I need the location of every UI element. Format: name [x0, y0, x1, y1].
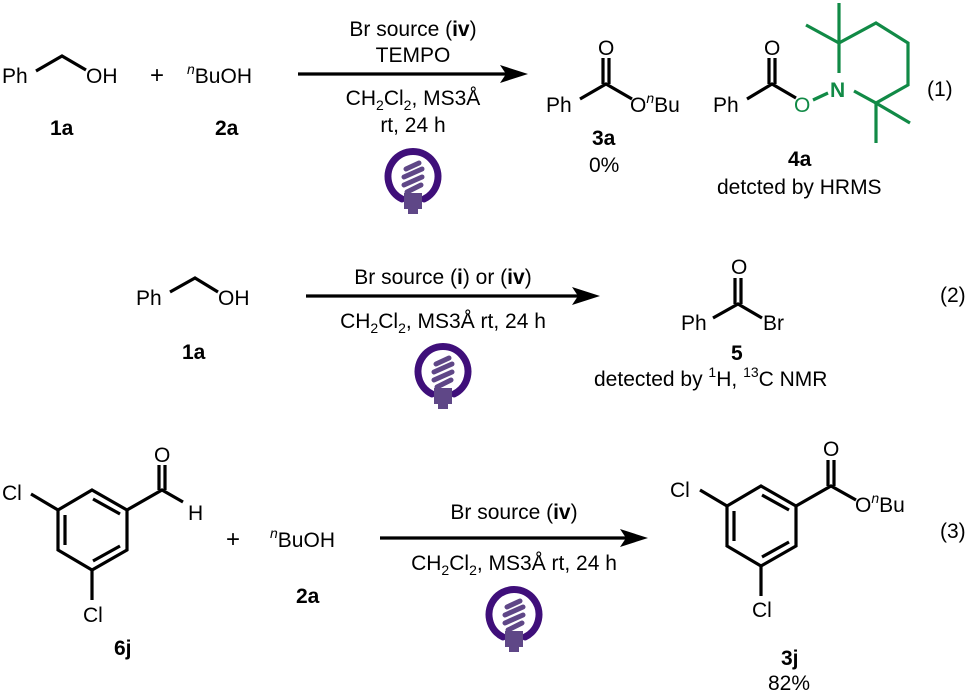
butanol-formula: BuOH [278, 529, 335, 552]
benzyl-alcohol-1a: Ph OH 1a [2, 54, 118, 140]
compound-label-2a: 2a [296, 585, 320, 608]
reaction-arrow-2 [306, 287, 600, 305]
compound-label-2a: 2a [215, 117, 239, 140]
yield-3j: 82% [768, 672, 810, 694]
product-3a: Ph O OnBu 3a 0% [546, 37, 680, 177]
carbonyl-oxygen: O [598, 37, 614, 60]
conditions-below: CH2Cl2, MS3Å rt, 24 h [340, 310, 546, 336]
conditions-above-line2: TEMPO [376, 44, 451, 67]
bond [35, 54, 87, 73]
conditions-below-line1: CH2Cl2, MS3Å [346, 87, 481, 113]
carbonyl-oxygen: O [154, 444, 170, 467]
n-prefix: n [270, 525, 278, 541]
carbonyl-oxygen: O [764, 37, 780, 60]
bond [579, 82, 633, 101]
product-3j: Cl Cl O OnBu 3j 82% [670, 438, 905, 694]
lightbulb-icon [388, 152, 438, 214]
compound-label-4a: 4a [788, 148, 812, 171]
svg-text:nBuOH: nBuOH [270, 525, 335, 552]
tempo-oxygen: O [794, 94, 810, 117]
butanol-formula: BuOH [195, 65, 252, 88]
phenyl-label: Ph [713, 94, 739, 117]
chlorine-top: Cl [670, 479, 690, 502]
conditions-above-line1: Br source (iv) [349, 18, 476, 41]
benzene-ring [56, 488, 129, 572]
phenyl-label: Ph [546, 94, 572, 117]
conditions-above: Br source (iv) [450, 501, 577, 524]
carbonyl-oxygen: O [823, 438, 839, 461]
svg-text:nBuOH: nBuOH [187, 61, 252, 88]
compound-label-5: 5 [731, 342, 743, 365]
detection-note-4a: detcted by HRMS [717, 176, 882, 199]
plus-sign: + [150, 62, 164, 89]
product-4a: Ph O O N 4a detcted by HRMS [713, 3, 911, 199]
tempo-ring [805, 3, 911, 143]
lightbulb-icon [489, 590, 539, 652]
product-5-benzoyl-bromide: Ph O Br 5 detected by 1H, 13C NMR [594, 256, 827, 391]
svg-text:OnBu: OnBu [855, 490, 905, 517]
tempo-nitrogen: N [830, 79, 845, 102]
detection-note-5: detected by 1H, 13C NMR [594, 364, 827, 391]
bond [169, 276, 219, 294]
bromine-label: Br [763, 312, 784, 335]
bond [712, 302, 763, 320]
benzyl-alcohol-1a: Ph OH 1a [136, 276, 250, 364]
yield-3a: 0% [589, 154, 619, 177]
lightbulb-icon [418, 347, 468, 409]
conditions-below-line2: rt, 24 h [380, 114, 445, 137]
compound-label-1a: 1a [50, 117, 74, 140]
butanol-2a: nBuOH 2a [270, 525, 335, 608]
equation-number-3: (3) [940, 520, 966, 543]
compound-label-3a: 3a [592, 127, 616, 150]
aldehyde-hydrogen: H [188, 502, 203, 525]
butanol-2a: nBuOH 2a [187, 61, 252, 140]
reaction-3: Cl Cl O H 6j + nBuOH 2a Br source (iv) C… [2, 438, 966, 694]
reaction-arrow-1 [298, 65, 528, 83]
reaction-2: Ph OH 1a Br source (i) or (iv) CH2Cl2, M… [136, 256, 966, 409]
hydroxyl-label: OH [86, 65, 118, 88]
chlorine-top: Cl [2, 482, 22, 505]
dichlorobenzaldehyde-6j: Cl Cl O H 6j [2, 444, 203, 660]
reaction-1: Ph OH 1a + nBuOH 2a Br source (iv) TEMPO… [2, 3, 953, 214]
plus-sign: + [226, 526, 240, 553]
bond [795, 484, 857, 508]
compound-label-1a: 1a [182, 341, 206, 364]
benzene-ring [725, 484, 798, 568]
conditions-below: CH2Cl2, MS3Å rt, 24 h [411, 552, 617, 578]
hydroxyl-label: OH [218, 287, 250, 310]
bond [746, 82, 797, 101]
bond [126, 488, 184, 512]
phenyl-label: Ph [681, 312, 707, 335]
phenyl-label: Ph [136, 287, 162, 310]
svg-text:OnBu: OnBu [630, 90, 680, 117]
chlorine-bottom: Cl [752, 599, 772, 622]
equation-number-2: (2) [940, 284, 966, 307]
conditions-above: Br source (i) or (iv) [354, 266, 531, 289]
carbonyl-oxygen: O [731, 256, 747, 279]
equation-number-1: (1) [927, 78, 953, 101]
chlorine-bottom: Cl [83, 604, 103, 627]
compound-label-3j: 3j [781, 647, 799, 670]
n-prefix: n [187, 61, 195, 77]
phenyl-label: Ph [2, 65, 28, 88]
reaction-arrow-3 [380, 529, 648, 547]
compound-label-6j: 6j [114, 637, 132, 660]
